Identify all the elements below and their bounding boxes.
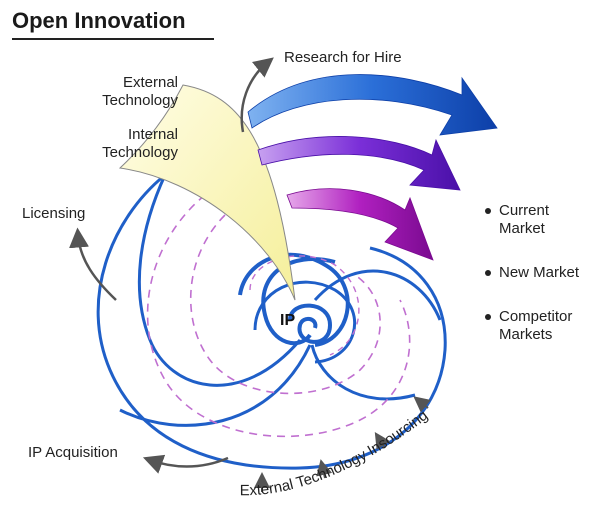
research-curved-arrow: [240, 57, 274, 133]
external-technology-label: External Technology: [86, 74, 178, 110]
external-technology-insourcing-label: External Technology Insourcing: [240, 407, 431, 499]
ip-acquisition-curved-arrow: [142, 454, 229, 474]
arrow-new-market: [286, 188, 434, 261]
internal-technology-line2: Technology: [102, 144, 178, 161]
page-title: Open Innovation: [12, 8, 186, 33]
ip-core-label: IP: [280, 312, 296, 329]
spiral-arm-1: [137, 174, 302, 387]
spiral-inner-loop: [253, 280, 357, 364]
research-for-hire-label: Research for Hire: [284, 49, 402, 66]
spiral-arm-3: [310, 344, 416, 401]
spiral-arm-4: [313, 269, 442, 321]
arrow-current-market: [257, 136, 461, 191]
dashed-spiral-center: [249, 255, 360, 356]
arrow-research-for-hire: [247, 74, 498, 136]
outer-spiral: [96, 173, 447, 470]
spiral-core: [288, 303, 333, 344]
market-item-new: New Market: [483, 264, 593, 282]
dashed-spiral-outer: [146, 194, 411, 438]
title-underline: [12, 38, 214, 40]
spiral-arm-2: [119, 344, 312, 427]
dashed-spiral-inner: [189, 214, 381, 395]
market-item-competitor: Competitor Markets: [483, 308, 593, 344]
market-item-current: Current Market: [483, 202, 593, 238]
technology-funnel: [118, 84, 296, 301]
insourcing-arrow-3: [374, 431, 391, 450]
spiral-arm-5: [261, 256, 336, 346]
licensing-curved-arrow: [69, 227, 117, 301]
ip-acquisition-label: IP Acquisition: [28, 444, 118, 461]
markets-list: Current Market New Market Competitor Mar…: [483, 202, 593, 370]
external-technology-line2: Technology: [102, 92, 178, 109]
insourcing-arrow-4: [413, 396, 431, 413]
spiral-arm-6: [238, 252, 350, 347]
external-technology-insourcing-text: External Technology Insourcing: [240, 407, 431, 499]
licensing-label: Licensing: [22, 205, 86, 222]
external-technology-line1: External: [122, 74, 178, 91]
internal-technology-line1: Internal: [127, 126, 178, 143]
internal-technology-label: Internal Technology: [82, 126, 178, 162]
insourcing-arrow-2: [316, 459, 333, 479]
